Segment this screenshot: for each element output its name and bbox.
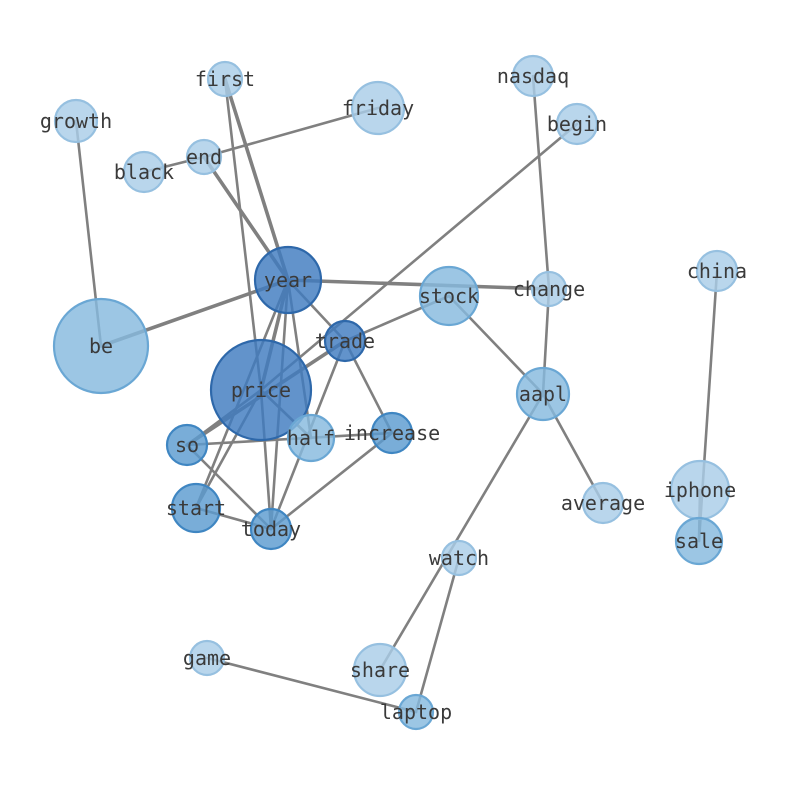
node-game: game	[183, 639, 231, 677]
node-label-laptop: laptop	[380, 700, 452, 724]
node-iphone: iphone	[664, 459, 736, 521]
edge-year-change	[286, 278, 551, 291]
node-label-friday: friday	[342, 96, 414, 120]
node-half: half	[286, 413, 336, 463]
node-share: share	[350, 642, 410, 698]
edge-begin-price	[259, 122, 579, 392]
edge-nasdaq-change	[531, 74, 551, 291]
node-growth: growth	[40, 98, 112, 144]
node-label-stock: stock	[419, 284, 479, 308]
node-label-increase: increase	[344, 421, 440, 445]
edge-aapl-share	[378, 392, 545, 672]
node-circle-stock	[418, 265, 480, 327]
node-label-be: be	[89, 334, 113, 358]
node-circle-average	[581, 481, 625, 525]
node-label-change: change	[513, 277, 585, 301]
node-circle-friday	[350, 80, 406, 136]
node-label-china: china	[687, 259, 747, 283]
node-circle-share	[352, 642, 408, 698]
node-laptop: laptop	[380, 693, 452, 731]
node-label-black: black	[114, 160, 174, 184]
node-circle-half	[286, 413, 336, 463]
node-circle-be	[52, 297, 150, 395]
node-circle-first	[206, 60, 244, 98]
node-average: average	[561, 481, 645, 525]
node-circle-year	[253, 245, 323, 315]
node-be: be	[52, 297, 150, 395]
node-circle-so	[165, 423, 209, 467]
node-label-growth: growth	[40, 109, 112, 133]
node-aapl: aapl	[515, 366, 571, 422]
node-label-start: start	[166, 496, 226, 520]
node-black: black	[114, 150, 174, 194]
node-label-share: share	[350, 658, 410, 682]
node-friday: friday	[342, 80, 414, 136]
node-circle-china	[695, 249, 739, 293]
node-so: so	[165, 423, 209, 467]
node-circle-laptop	[397, 693, 435, 731]
node-label-nasdaq: nasdaq	[497, 64, 569, 88]
node-circle-price	[209, 338, 313, 442]
node-layer: first friday nasdaq growth begin end black year…	[40, 54, 747, 731]
node-change: change	[513, 270, 585, 308]
node-today: today	[241, 507, 301, 551]
node-label-iphone: iphone	[664, 478, 736, 502]
node-nasdaq: nasdaq	[497, 54, 569, 98]
node-first: first	[195, 60, 255, 98]
node-circle-change	[530, 270, 568, 308]
node-trade: trade	[315, 319, 375, 363]
node-watch: watch	[429, 539, 489, 577]
node-circle-begin	[555, 102, 599, 146]
node-year: year	[253, 245, 323, 315]
node-circle-end	[185, 138, 223, 176]
node-label-first: first	[195, 67, 255, 91]
node-circle-today	[249, 507, 293, 551]
node-price: price	[209, 338, 313, 442]
node-china: china	[687, 249, 747, 293]
node-end: end	[185, 138, 223, 176]
node-label-half: half	[287, 426, 335, 450]
node-label-trade: trade	[315, 329, 375, 353]
node-label-so: so	[175, 433, 199, 457]
node-label-begin: begin	[547, 112, 607, 136]
node-stock: stock	[418, 265, 480, 327]
edge-first-year	[223, 77, 290, 282]
node-start: start	[166, 482, 226, 534]
node-sale: sale	[674, 516, 724, 566]
node-circle-increase	[370, 411, 414, 455]
node-label-today: today	[241, 517, 301, 541]
node-circle-growth	[53, 98, 99, 144]
node-circle-trade	[323, 319, 367, 363]
node-circle-black	[122, 150, 166, 194]
edge-game-laptop	[205, 656, 418, 714]
node-label-average: average	[561, 491, 645, 515]
node-begin: begin	[547, 102, 607, 146]
node-label-price: price	[231, 378, 291, 402]
edge-first-price	[223, 77, 263, 392]
edge-friday-end	[202, 106, 380, 159]
node-label-sale: sale	[675, 529, 723, 553]
node-circle-nasdaq	[511, 54, 555, 98]
node-increase: increase	[344, 411, 440, 455]
node-circle-sale	[674, 516, 724, 566]
node-label-end: end	[186, 145, 222, 169]
node-circle-watch	[440, 539, 478, 577]
node-label-watch: watch	[429, 546, 489, 570]
node-label-aapl: aapl	[519, 382, 567, 406]
node-label-year: year	[264, 268, 312, 292]
node-label-game: game	[183, 646, 231, 670]
edge-today-increase	[269, 431, 394, 531]
node-circle-start	[170, 482, 222, 534]
node-circle-game	[188, 639, 226, 677]
edge-watch-laptop	[414, 556, 461, 714]
node-circle-aapl	[515, 366, 571, 422]
